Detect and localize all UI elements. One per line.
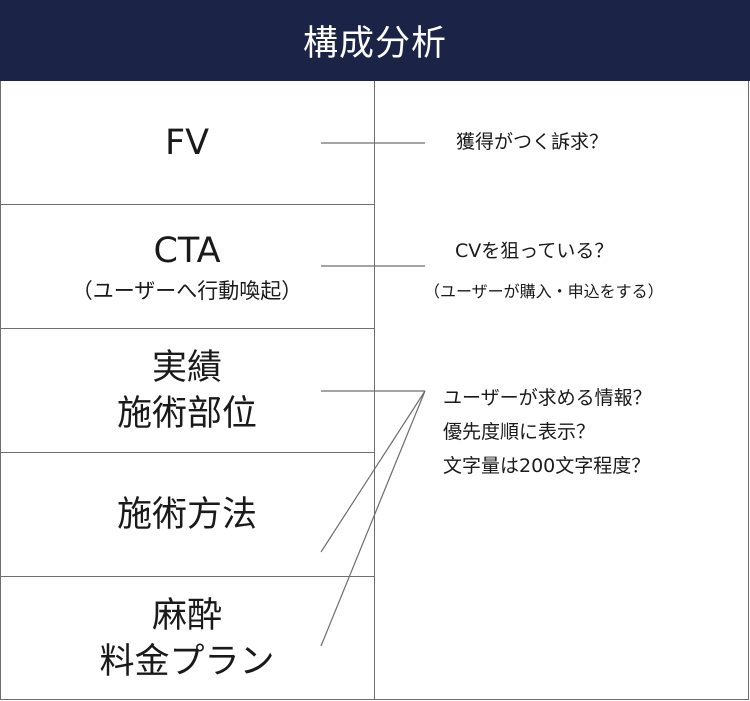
section-fv-title: FV (164, 122, 210, 163)
note-content-line1: ユーザーが求める情報？ (443, 387, 652, 409)
section-results-title-line2: 施術部位 (116, 393, 257, 434)
section-method-title: 施術方法 (116, 494, 257, 535)
page-title-text: 構成分析 (302, 24, 447, 64)
note-content-line2: 優先度順に表示？ (443, 421, 596, 443)
note-cta-subtitle: （ユーザーが購入・申込をする） (424, 282, 664, 301)
note-content-line3: 文字量は200文字程度？ (443, 455, 651, 477)
section-pricing-title-line1: 麻酔 (151, 595, 222, 636)
page-title: 構成分析 (0, 0, 750, 81)
section-method: 施術方法 (0, 453, 375, 577)
section-cta-title: CTA (153, 230, 221, 271)
section-fv: FV (0, 81, 375, 205)
section-results: 実績 施術部位 (0, 329, 375, 453)
section-cta-subtitle: （ユーザーへ行動喚起） (71, 278, 303, 303)
note-fv: 獲得がつく訴求？ (456, 131, 609, 153)
section-pricing: 麻酔 料金プラン (0, 577, 375, 700)
section-cta: CTA （ユーザーへ行動喚起） (0, 205, 375, 329)
section-column: FV CTA （ユーザーへ行動喚起） 実績 施術部位 施術方法 麻酔 料金プラン (0, 81, 375, 700)
section-pricing-title-line2: 料金プラン (99, 641, 275, 682)
section-results-title-line1: 実績 (151, 347, 222, 388)
note-content: ユーザーが求める情報？ 優先度順に表示？ 文字量は200文字程度？ (443, 381, 743, 483)
note-cta: CVを狙っている？ (455, 240, 614, 262)
